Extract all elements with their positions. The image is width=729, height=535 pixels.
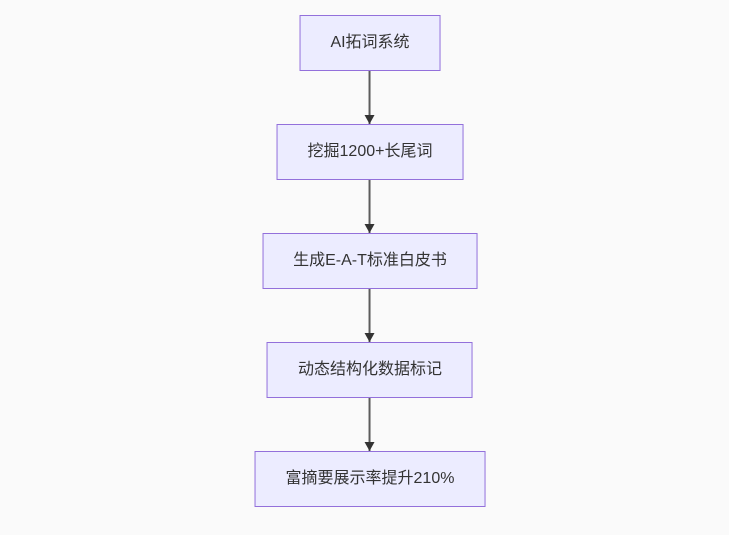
flow-edge-1 bbox=[364, 71, 376, 124]
arrowhead-down-icon bbox=[365, 115, 375, 124]
flow-edge-3 bbox=[364, 289, 376, 342]
flow-node-eat-whitepaper-generation: 生成E-A-T标准白皮书 bbox=[262, 233, 478, 289]
flow-edge-4 bbox=[364, 398, 376, 451]
flow-node-label: 富摘要展示率提升210% bbox=[285, 470, 455, 487]
arrowhead-down-icon bbox=[365, 442, 375, 451]
arrow-line bbox=[369, 71, 371, 124]
flow-node-label: 生成E-A-T标准白皮书 bbox=[293, 252, 447, 269]
flow-node-rich-snippet-rate-increase: 富摘要展示率提升210% bbox=[254, 451, 486, 507]
arrowhead-down-icon bbox=[365, 224, 375, 233]
flow-node-label: AI拓词系统 bbox=[330, 34, 410, 51]
arrow-line bbox=[369, 289, 371, 342]
flowchart: AI拓词系统 挖掘1200+长尾词 生成E-A-T标准白皮书 动态结构化数据标记… bbox=[254, 15, 486, 507]
flow-node-longtail-keyword-mining: 挖掘1200+长尾词 bbox=[276, 124, 464, 180]
flow-node-label: 挖掘1200+长尾词 bbox=[307, 143, 433, 160]
flow-node-label: 动态结构化数据标记 bbox=[297, 361, 442, 378]
flow-node-ai-word-expansion-system: AI拓词系统 bbox=[299, 15, 441, 71]
flow-edge-2 bbox=[364, 180, 376, 233]
flow-node-dynamic-structured-data-markup: 动态结构化数据标记 bbox=[266, 342, 473, 398]
arrowhead-down-icon bbox=[365, 333, 375, 342]
arrow-line bbox=[369, 180, 371, 233]
arrow-line bbox=[369, 398, 371, 451]
